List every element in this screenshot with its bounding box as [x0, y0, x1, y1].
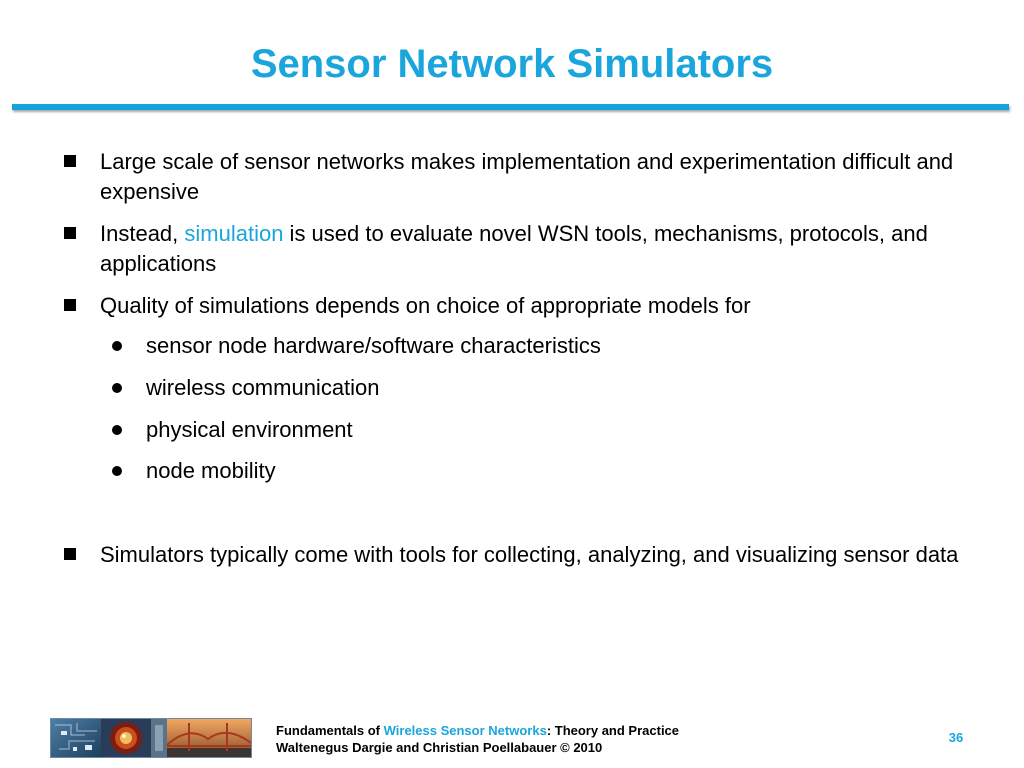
page-number: 36	[948, 730, 964, 745]
subbullet-text: wireless communication	[146, 375, 380, 400]
title-divider	[12, 104, 1009, 110]
square-bullet-icon	[64, 227, 76, 239]
bullet-item: Large scale of sensor networks makes imp…	[64, 147, 964, 207]
footer-banner-image	[50, 718, 252, 758]
dot-bullet-icon	[112, 425, 122, 435]
subbullet-item: wireless communication	[112, 373, 912, 403]
dot-bullet-icon	[112, 466, 122, 476]
footer-banner-graphic	[51, 719, 251, 757]
bullet-item: Instead, simulation is used to evaluate …	[64, 219, 964, 279]
bullet-text-after: is used to evaluate novel WSN tools, mec…	[100, 221, 928, 276]
dot-bullet-icon	[112, 341, 122, 351]
bullet-text: Instead, simulation is used to evaluate …	[100, 219, 964, 279]
bullet-item: Simulators typically come with tools for…	[64, 540, 964, 570]
subbullet-text: physical environment	[146, 417, 353, 442]
dot-bullet-icon	[112, 383, 122, 393]
simulation-highlight: simulation	[184, 221, 284, 246]
subbullet-item: node mobility	[112, 456, 912, 486]
square-bullet-icon	[64, 155, 76, 167]
subbullet-text: node mobility	[146, 458, 276, 483]
subbullet-text: sensor node hardware/software characteri…	[146, 333, 601, 358]
bullet-text: Large scale of sensor networks makes imp…	[100, 149, 954, 204]
bullet-text-before: Instead,	[100, 221, 185, 246]
square-bullet-icon	[64, 299, 76, 311]
square-bullet-icon	[64, 548, 76, 560]
footer-line-1: Fundamentals of Wireless Sensor Networks…	[276, 722, 679, 739]
subbullet-item: sensor node hardware/software characteri…	[112, 331, 912, 361]
footer-suffix: : Theory and Practice	[546, 723, 680, 738]
footer-book-title: Wireless Sensor Networks	[383, 723, 547, 738]
footer-prefix: Fundamentals of	[276, 723, 384, 738]
subbullet-item: physical environment	[112, 415, 912, 445]
footer-line-2: Waltenegus Dargie and Christian Poellaba…	[276, 740, 603, 755]
bullet-item: Quality of simulations depends on choice…	[64, 291, 964, 321]
footer-credit: Fundamentals of Wireless Sensor Networks…	[276, 722, 679, 756]
bullet-text: Quality of simulations depends on choice…	[100, 293, 751, 318]
slide-title: Sensor Network Simulators	[250, 42, 774, 86]
bullet-text: Simulators typically come with tools for…	[100, 542, 959, 567]
